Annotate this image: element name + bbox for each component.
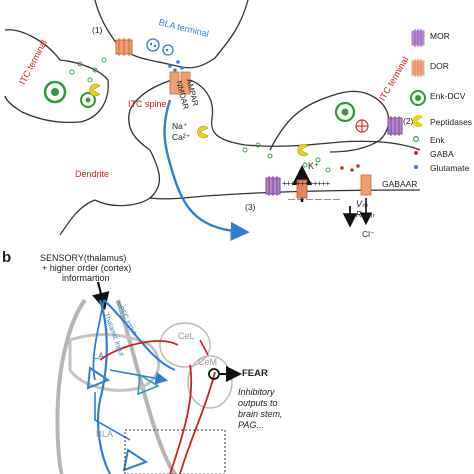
- itc-spine-label: ITC spine: [128, 99, 167, 109]
- la-label: LA: [93, 351, 105, 361]
- gabaar-label: GABAAR: [382, 179, 418, 189]
- legend-item: Enk-DCV: [410, 88, 474, 108]
- dendrite-label: Dendrite: [75, 169, 110, 179]
- gaba-dot-icon: [410, 146, 426, 164]
- dor-receptor-left: [115, 38, 133, 56]
- panel-a: [4, 0, 421, 241]
- enk-dot-icon: [410, 132, 426, 150]
- output-line3: brain stem,: [238, 409, 283, 419]
- bla-label: BLA: [96, 429, 114, 439]
- legend-item: Peptidases: [410, 114, 474, 134]
- cel-label: CeL: [178, 331, 195, 341]
- cel-region: [159, 322, 211, 368]
- bla-terminal-shape: [94, 0, 249, 69]
- output-line4: PAG...: [238, 420, 264, 430]
- step2-label: (2): [403, 116, 414, 126]
- legend-label: Peptidases: [430, 117, 473, 127]
- legend-label: GABA: [430, 149, 454, 159]
- step3-label: (3): [245, 202, 256, 212]
- ion-current-arrow: [163, 99, 250, 241]
- mor-receptor-right: [387, 116, 403, 136]
- legend-label: MOR: [430, 31, 450, 41]
- sensory-line3: informartion: [62, 273, 110, 283]
- legend-item: GABA: [410, 146, 474, 166]
- amygdala-outline: [55, 298, 87, 474]
- dor-icon: [410, 58, 426, 83]
- legend-item: MOR: [410, 28, 474, 48]
- legend-item: Glutamate: [410, 160, 474, 180]
- legend-item: DOR: [410, 58, 474, 78]
- itc-spine-shape-right: [181, 77, 421, 151]
- panel-b-letter: b: [2, 249, 12, 266]
- legend-label: Glutamate: [430, 163, 470, 173]
- output-line1: Inhibitory: [238, 387, 275, 397]
- cem-region: [187, 355, 233, 409]
- step1-label: (1): [92, 25, 103, 35]
- na-label: Na⁺: [172, 121, 188, 131]
- peptidase-icon: [410, 114, 426, 133]
- legend-label: DOR: [430, 61, 449, 71]
- legend-item: Enk: [410, 132, 474, 152]
- fear-label: FEAR: [242, 368, 268, 379]
- cem-label: CeM: [198, 357, 218, 367]
- ca-label: Ca²⁺: [172, 132, 191, 142]
- minus-charges: — — — — — —: [288, 196, 340, 203]
- itc-terminal-left-shape: [4, 29, 109, 124]
- sensory-line1: SENSORY(thalamus): [40, 253, 127, 263]
- legend-label: Enk: [430, 135, 445, 145]
- itc-spine-shape: [94, 77, 179, 207]
- output-line2: outputs to: [238, 398, 278, 408]
- dendrite-shape: [59, 189, 421, 236]
- glutamate-dot-icon: [410, 160, 426, 178]
- enk-dcv-icon: [410, 88, 426, 113]
- plus-charges: +++ ++++++++: [282, 179, 330, 188]
- itc-terminal-right-shape: [269, 90, 390, 153]
- kplus-label: K⁺: [308, 161, 319, 171]
- legend-label: Enk-DCV: [430, 91, 466, 101]
- sensory-line2: + higher order (cortex): [42, 263, 132, 273]
- mor-icon: [410, 28, 426, 53]
- cl-label: Cl⁻: [362, 229, 375, 239]
- rinput-label: Rᵢₙₚᵤₜ: [356, 210, 375, 219]
- panel-b: [55, 281, 242, 474]
- vm-label: Vₘ: [356, 199, 368, 209]
